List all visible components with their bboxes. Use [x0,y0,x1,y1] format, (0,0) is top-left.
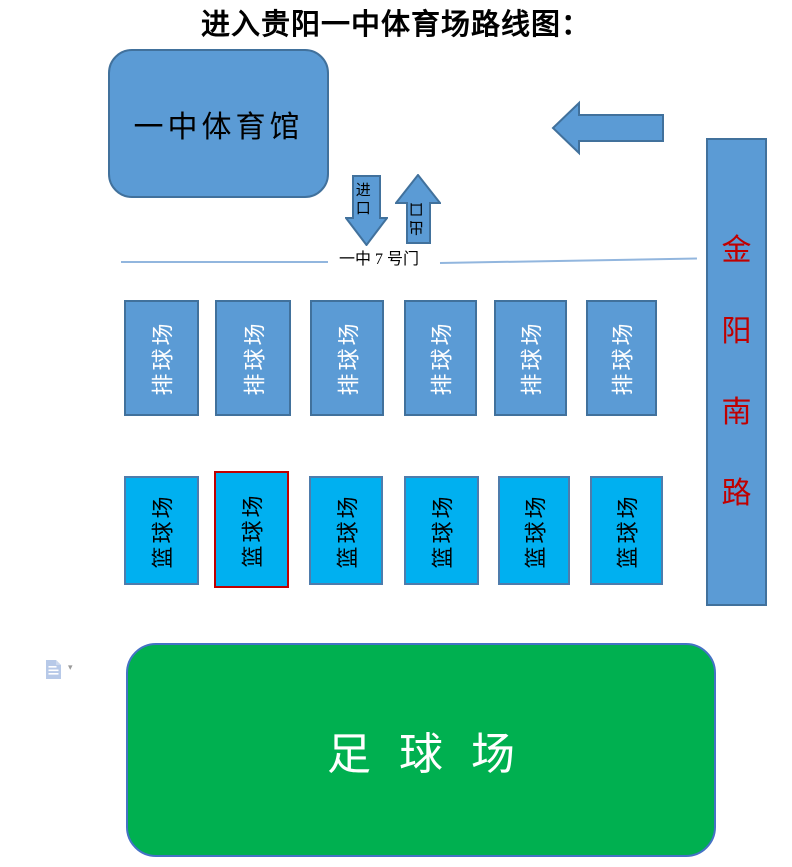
basketball-court-6: 篮球场 [590,476,663,585]
basketball-court-label: 篮球场 [430,492,456,569]
road-jinyang-south-shape: 金阳南路 [706,138,767,606]
entrance-label: 进口 [355,183,371,218]
basketball-court-3: 篮球场 [309,476,383,585]
exit-up-arrow-icon [395,174,441,244]
volleyball-court-2: 排球场 [215,300,291,416]
paste-options-button[interactable]: ▾ [42,654,80,684]
gate-line-left [121,261,328,263]
basketball-court-label: 篮球场 [615,492,641,569]
volleyball-court-label: 排球场 [242,320,268,396]
volleyball-court-1: 排球场 [124,300,199,416]
volleyball-court-5: 排球场 [494,300,567,416]
west-arrow-icon [551,100,664,156]
volleyball-court-label: 排球场 [519,320,545,396]
basketball-court-label: 篮球场 [335,492,361,569]
exit-label: 出口 [408,200,424,235]
volleyball-court-6: 排球场 [586,300,657,416]
volleyball-court-3: 排球场 [310,300,384,416]
basketball-court-2-highlighted: 篮球场 [214,471,289,588]
gym-building-shape: 一中体育馆 [108,49,329,198]
volleyball-court-label: 排球场 [150,320,176,396]
entrance-down-arrow-icon [345,175,388,246]
basketball-court-1: 篮球场 [124,476,199,585]
volleyball-court-4: 排球场 [404,300,477,416]
volleyball-court-label: 排球场 [429,320,455,396]
basketball-court-4: 篮球场 [404,476,479,585]
gate-line-right [439,257,697,264]
road-label: 金阳南路 [721,234,752,510]
basketball-court-label: 篮球场 [523,492,549,569]
volleyball-court-label: 排球场 [610,320,636,396]
football-field-label: 足 球 场 [327,730,515,779]
diagram-title: 进入贵阳一中体育场路线图： [200,9,591,41]
dropdown-arrow-icon[interactable]: ▾ [68,663,73,673]
paste-clipboard-icon [46,660,61,679]
basketball-court-label: 篮球场 [150,492,176,569]
volleyball-court-label: 排球场 [336,320,362,396]
basketball-court-label: 篮球场 [240,491,266,568]
football-field-shape: 足 球 场 [126,643,716,857]
gate-label: 一中 7 号门 [338,251,419,268]
gym-label: 一中体育馆 [133,110,304,144]
basketball-court-5: 篮球场 [498,476,570,585]
